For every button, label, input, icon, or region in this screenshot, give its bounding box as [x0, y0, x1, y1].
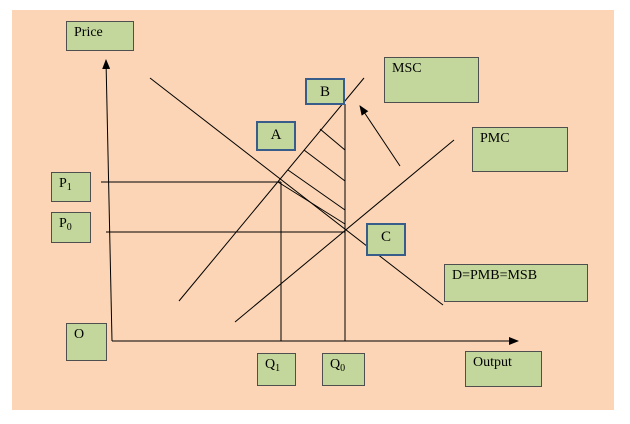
point-a-label: A	[256, 121, 296, 151]
point-c-label: C	[366, 223, 406, 256]
y-axis	[102, 59, 113, 342]
origin-label: O	[66, 323, 107, 361]
welfare-diagram	[101, 59, 519, 345]
p0-label: P0	[51, 212, 91, 243]
msc-curve	[178, 77, 365, 302]
q0-label: Q0	[322, 353, 365, 386]
p1-base: P	[59, 176, 67, 191]
demand-label: D=PMB=MSB	[444, 264, 588, 302]
p1-subscript: 1	[66, 182, 72, 193]
pmc-label: PMC	[472, 127, 568, 172]
q0-subscript: 0	[340, 363, 346, 374]
p1-label: P1	[51, 172, 91, 202]
q0-base: Q	[330, 357, 341, 372]
supply-shift-arrow	[359, 105, 401, 167]
q1-subscript: 1	[275, 363, 281, 374]
p0-subscript: 0	[66, 222, 72, 233]
price-axis-label: Price	[66, 21, 134, 51]
point-b-label: B	[305, 78, 345, 105]
output-axis-label: Output	[465, 351, 542, 387]
q1-base: Q	[265, 357, 276, 372]
p0-base: P	[59, 216, 67, 231]
diagram-panel	[12, 10, 614, 410]
welfare-loss-hatching	[277, 128, 346, 225]
demand-curve	[149, 77, 444, 306]
q1-label: Q1	[257, 353, 296, 386]
msc-label: MSC	[384, 57, 479, 103]
